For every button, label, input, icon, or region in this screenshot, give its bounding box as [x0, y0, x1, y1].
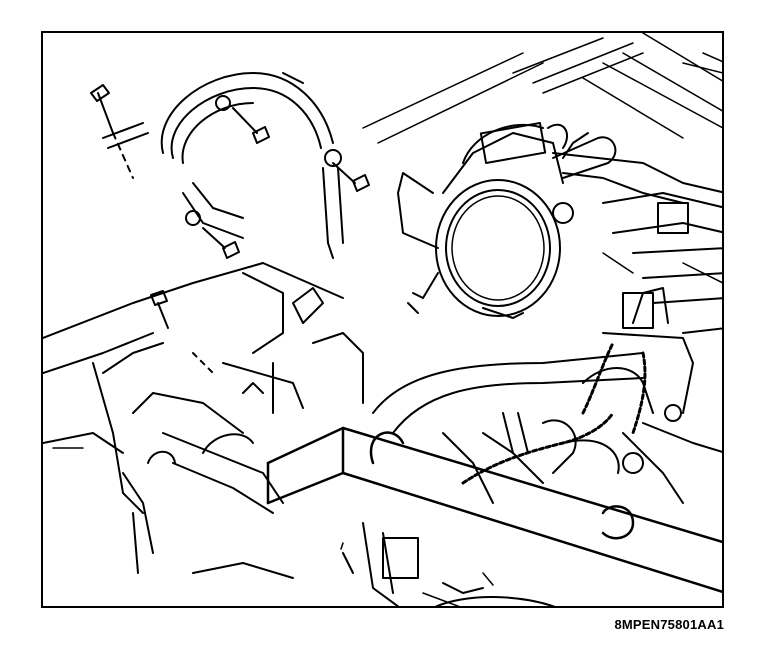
engine-mount: [192, 522, 556, 606]
engine-left-structure: [43, 262, 364, 574]
crossmember: [266, 426, 722, 594]
coolant-hoses: [372, 287, 722, 504]
throttle-body: [397, 122, 617, 319]
wiring-harness: [461, 341, 647, 485]
harness-bracket: [102, 72, 344, 259]
figure-code: 8MPEN75801AA1: [614, 617, 724, 632]
illustration-frame: [41, 31, 724, 608]
body-panel-lines: [362, 33, 722, 144]
engine-bay-illustration: [43, 33, 722, 606]
engine-upper-right: [552, 132, 722, 334]
detail-strokes: [52, 252, 722, 606]
fastener-bolts: [90, 84, 370, 374]
